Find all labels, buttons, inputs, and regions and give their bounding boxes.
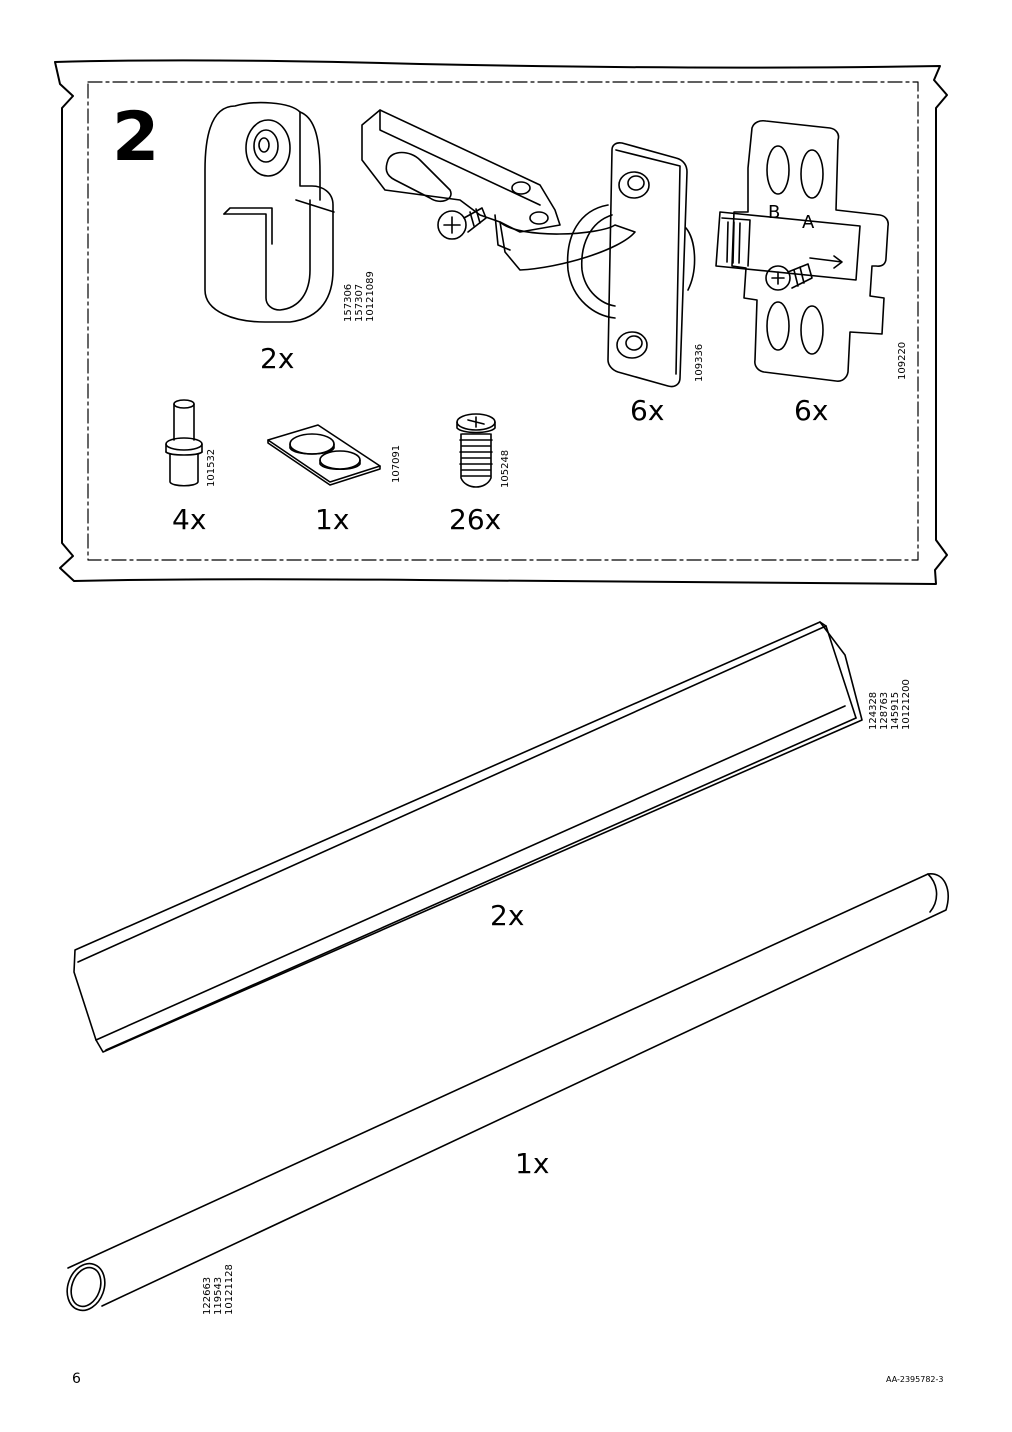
long-profile-codes: 124328 128763 145915 10121200 [868, 679, 912, 730]
long-profile-quantity: 2x [490, 899, 525, 932]
shelf-pin-quantity: 4x [172, 503, 207, 536]
rail-bracket-quantity: 2x [260, 342, 295, 375]
hinge-drawing [361, 109, 696, 388]
rail-bracket-drawing [204, 101, 335, 323]
part-code: 128763 [879, 691, 890, 730]
part-code: 109336 [694, 343, 705, 382]
part-code: 107091 [391, 444, 402, 483]
part-code: 119543 [213, 1276, 224, 1315]
screw-codes: 105248 [500, 450, 511, 488]
part-code: 10121128 [224, 1264, 235, 1315]
parts-bag [54, 59, 948, 585]
clothes-rail-drawing [66, 873, 949, 1312]
bumper-pad-quantity: 1x [315, 503, 350, 536]
screw-quantity: 26x [449, 503, 502, 536]
hinge-quantity: 6x [630, 394, 665, 427]
step-number: 2 [112, 98, 160, 177]
part-code: 157307 [354, 283, 365, 322]
shelf-pin-codes: 101532 [206, 449, 217, 487]
long-profile-drawing [73, 621, 863, 1053]
plate-mark-b: B [768, 202, 780, 223]
bumper-pad-sheet-drawing [267, 424, 381, 486]
plate-mark-a: A [802, 212, 815, 233]
part-code: 10121200 [901, 679, 912, 730]
mounting-plate-codes: 109220 [897, 342, 908, 380]
part-code: 124328 [868, 691, 879, 730]
part-code: 105248 [500, 449, 511, 488]
part-code: 157306 [343, 283, 354, 322]
rail-bracket-codes: 157306 157307 10121089 [343, 271, 376, 322]
mounting-plate-quantity: 6x [794, 394, 829, 427]
shelf-pin-drawing [165, 399, 203, 487]
mounting-plate-drawing [715, 119, 889, 382]
part-code: 122663 [202, 1276, 213, 1315]
part-code: 145915 [890, 691, 901, 730]
hinge-codes: 109336 [694, 344, 705, 382]
clothes-rail-codes: 122663 119543 10121128 [202, 1264, 235, 1315]
part-code: 10121089 [365, 271, 376, 322]
part-code: 101532 [206, 448, 217, 487]
document-id: AA-2395782-3 [886, 1375, 944, 1384]
screw-drawing [456, 413, 496, 488]
bumper-pad-codes: 107091 [391, 445, 402, 483]
page-number: 6 [72, 1371, 81, 1387]
part-code: 109220 [897, 341, 908, 380]
clothes-rail-quantity: 1x [515, 1147, 550, 1180]
